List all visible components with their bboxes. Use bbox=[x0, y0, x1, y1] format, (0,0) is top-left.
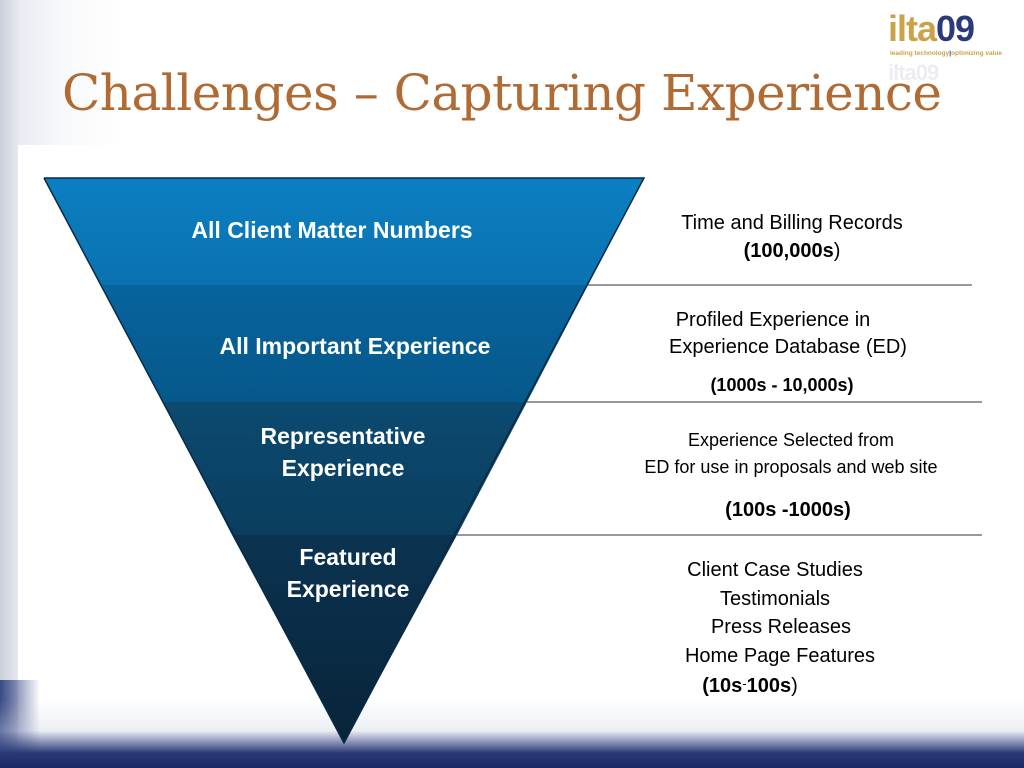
description-4-count-value: 100s bbox=[746, 675, 792, 697]
description-1: Time and Billing Records (100,000s) bbox=[612, 209, 972, 265]
funnel-tier-4 bbox=[232, 535, 457, 743]
description-3: Experience Selected from ED for use in p… bbox=[600, 427, 982, 481]
description-3-count: (100s -1000s) bbox=[725, 499, 851, 521]
slide-title: Challenges – Capturing Experience bbox=[62, 64, 942, 122]
description-4-count-open: (10s bbox=[702, 675, 743, 697]
bottom-bar bbox=[0, 700, 1024, 768]
description-1-count-value: 100,000s bbox=[750, 240, 834, 262]
tier-label-4-line1: Featured bbox=[299, 544, 397, 570]
description-4-count-dash: - bbox=[742, 676, 747, 691]
logo-tagline: leading technology|optimizing value bbox=[890, 50, 1002, 57]
description-4: Client Case Studies Testimonials Press R… bbox=[595, 556, 955, 701]
description-4-line2: Testimonials bbox=[719, 587, 831, 610]
description-2: Profiled Experience in Experience Databa… bbox=[608, 307, 968, 361]
logo-ilta: ilta bbox=[888, 8, 937, 49]
description-2-count: (1000s - 10,000s) bbox=[710, 375, 854, 395]
tier-label-3-line2: Experience bbox=[281, 455, 405, 481]
description-3-line1: Experience Selected from bbox=[687, 430, 895, 450]
description-4-line4: Home Page Features bbox=[684, 644, 876, 667]
funnel-tier-2 bbox=[101, 285, 588, 402]
tier-label-3: Representative Experience bbox=[213, 420, 473, 484]
tier-label-4: Featured Experience bbox=[228, 541, 468, 605]
logo-reflection: ilta09 bbox=[888, 60, 939, 85]
description-1-line1: Time and Billing Records bbox=[681, 212, 903, 234]
description-4-count-close: ) bbox=[791, 675, 798, 697]
description-2-line2: Experience Database (ED) bbox=[669, 336, 907, 358]
tier-label-1: All Client Matter Numbers bbox=[191, 217, 473, 243]
description-2-line1: Profiled Experience in bbox=[675, 309, 871, 331]
tier-label-2: All Important Experience bbox=[219, 333, 491, 359]
description-1-count: (100,000s) bbox=[612, 237, 972, 265]
logo-year: 09 bbox=[936, 8, 975, 49]
description-4-line3: Press Releases bbox=[710, 616, 852, 638]
funnel-outline bbox=[43, 177, 646, 745]
logo-tagline-left: leading technology bbox=[890, 50, 950, 57]
description-4-count: (10s-100s) bbox=[545, 670, 955, 701]
description-4-line1: Client Case Studies bbox=[687, 559, 863, 581]
logo-tagline-right: optimizing value bbox=[951, 50, 1002, 57]
description-1-count-open: ( bbox=[743, 240, 751, 262]
description-1-count-close: ) bbox=[833, 240, 841, 262]
description-3-line2: ED for use in proposals and web site bbox=[644, 457, 938, 477]
ilta-logo: ilta09 ilta09 leading technology|optimiz… bbox=[888, 8, 1012, 85]
tier-label-4-line2: Experience bbox=[286, 576, 410, 602]
funnel-tier-1 bbox=[44, 178, 644, 285]
logo-tagline-sep: | bbox=[949, 50, 952, 57]
logo-wordmark: ilta09 bbox=[888, 8, 975, 50]
funnel-tier-3 bbox=[163, 402, 527, 535]
tier-label-3-line1: Representative bbox=[260, 423, 426, 449]
